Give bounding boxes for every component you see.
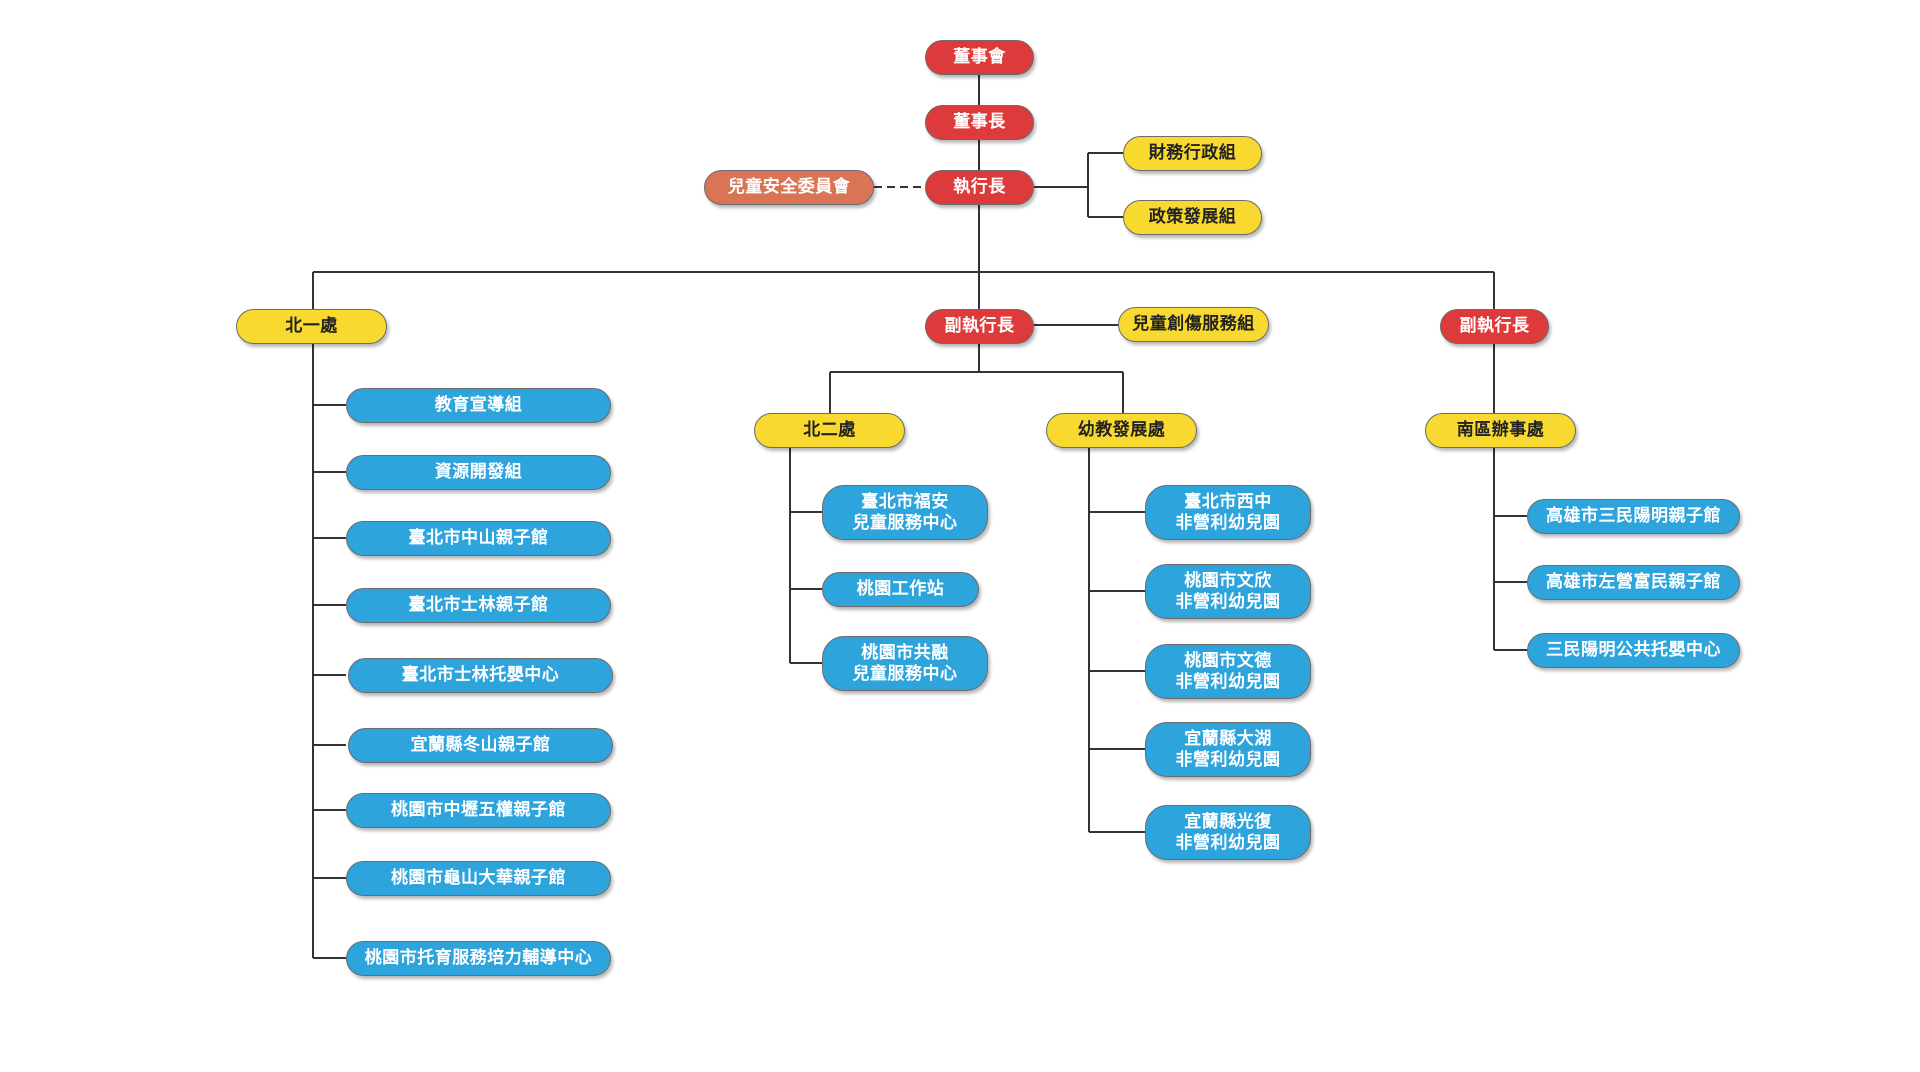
south-office-box: 南區辦事處 [1425, 413, 1576, 448]
unit-box: 桃園工作站 [822, 572, 979, 607]
unit-box: 桃園市中壢五權親子館 [346, 793, 611, 828]
policy-dev-box: 政策發展組 [1123, 200, 1262, 235]
preschool-dev-box: 幼教發展處 [1046, 413, 1197, 448]
child-safety-committee-box: 兒童安全委員會 [704, 170, 874, 205]
unit-box: 宜蘭縣大湖 非營利幼兒園 [1145, 722, 1311, 777]
trauma-services-box: 兒童創傷服務組 [1118, 307, 1269, 342]
unit-box: 桃園市托育服務培力輔導中心 [346, 941, 611, 976]
unit-box: 臺北市中山親子館 [346, 521, 611, 556]
unit-box: 臺北市福安 兒童服務中心 [822, 485, 988, 540]
unit-box: 三民陽明公共托嬰中心 [1527, 633, 1740, 668]
unit-box: 資源開發組 [346, 455, 611, 490]
unit-box: 桃園市龜山大華親子館 [346, 861, 611, 896]
deputy-ceo-box: 副執行長 [925, 309, 1034, 344]
unit-box: 臺北市士林親子館 [346, 588, 611, 623]
board-box: 董事會 [925, 40, 1034, 75]
north1-office-box: 北一處 [236, 309, 387, 344]
unit-box: 桃園市文德 非營利幼兒園 [1145, 644, 1311, 699]
unit-box: 宜蘭縣冬山親子館 [348, 728, 613, 763]
finance-admin-box: 財務行政組 [1123, 136, 1262, 171]
ceo-box: 執行長 [925, 170, 1034, 205]
deputy-ceo-box: 副執行長 [1440, 309, 1549, 344]
unit-box: 桃園市文欣 非營利幼兒園 [1145, 564, 1311, 619]
unit-box: 高雄市三民陽明親子館 [1527, 499, 1740, 534]
unit-box: 臺北市西中 非營利幼兒園 [1145, 485, 1311, 540]
unit-box: 高雄市左營富民親子館 [1527, 565, 1740, 600]
unit-box: 臺北市士林托嬰中心 [348, 658, 613, 693]
unit-box: 宜蘭縣光復 非營利幼兒園 [1145, 805, 1311, 860]
chairman-box: 董事長 [925, 105, 1034, 140]
north2-office-box: 北二處 [754, 413, 905, 448]
unit-box: 教育宣導組 [346, 388, 611, 423]
unit-box: 桃園市共融 兒童服務中心 [822, 636, 988, 691]
